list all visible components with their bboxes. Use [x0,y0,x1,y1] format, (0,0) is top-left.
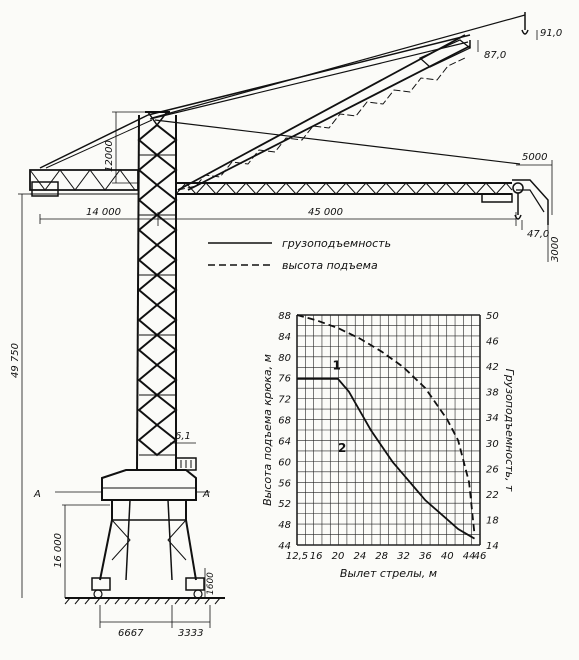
y-left-axis-label: Высота подъема крюка, м [261,354,274,506]
crane-mast [136,114,178,471]
track-right: 3333 [178,628,203,639]
y-left-tick-label: 60 [278,457,291,468]
legend: грузоподъемность высота подъема [208,237,391,272]
portal-base [64,499,225,605]
base-height: 1600 [206,572,216,595]
y-right-tick-label: 50 [486,311,499,322]
hook-low-height: 47,0 [527,229,549,240]
horizontal-jib [175,179,549,225]
slewing-platform [101,457,197,501]
jib-length: 45 000 [308,207,343,218]
counter-jib [29,169,139,197]
y-left-tick-label: 88 [278,311,291,322]
x-tick-label: 40 [441,551,454,562]
series-line-2 [296,314,476,535]
y-left-tick-label: 64 [278,436,291,447]
series-label-2: 2 [338,441,346,455]
x-tick-label: 32 [397,551,410,562]
x-tick-label: 36 [419,551,432,562]
hook-high-height: 87,0 [484,50,506,61]
y-right-tick-label: 22 [486,490,499,501]
y-left-tick-label: 56 [278,478,291,489]
x-tick-label: 24 [353,551,366,562]
y-left-tick-label: 48 [278,520,291,531]
y-right-tick-label: 46 [486,337,499,348]
y-left-tick-label: 80 [278,353,291,364]
cab-offset: 6,1 [175,431,191,442]
legend-height-label: высота подъема [282,259,378,272]
series-label-1: 1 [333,358,341,372]
series-line-1 [297,377,475,540]
luffing-jib [177,12,529,191]
y-right-tick-label: 30 [486,439,499,450]
y-right-tick-label: 14 [486,541,499,552]
y-right-tick-label: 34 [486,413,499,424]
x-axis-label: Вылет стрелы, м [340,567,437,580]
x-tick-label: 16 [310,551,323,562]
dimension-lines [18,30,553,628]
y-right-tick-label: 38 [486,388,499,399]
y-left-tick-label: 68 [278,416,291,427]
section-mark-left: A [33,489,41,500]
y-left-tick-label: 84 [278,332,291,343]
x-tick-label: 46 [474,551,487,562]
hook-high-load: 91,0 [540,28,562,39]
tie-height: 12000 [104,140,115,172]
y-left-tick-label: 72 [278,395,291,406]
legend-capacity-label: грузоподъемность [282,237,391,250]
total-height: 49 750 [10,343,21,378]
y-left-tick-label: 76 [278,374,291,385]
y-right-tick-label: 26 [486,464,499,475]
x-tick-label: 20 [332,551,345,562]
y-left-tick-label: 52 [278,499,291,510]
y-right-axis-label: Грузоподъемность, т [503,369,516,492]
y-right-tick-label: 18 [486,515,499,526]
section-mark-right: A [202,489,210,500]
hook-drop: 3000 [550,237,561,262]
x-tick-label: 28 [375,551,388,562]
track-left: 6667 [118,628,144,639]
x-tick-label: 44 [463,551,476,562]
y-left-tick-label: 44 [278,541,291,552]
x-tick-label: 12,5 [286,551,308,562]
y-right-tick-label: 42 [486,362,499,373]
portal-height: 16 000 [53,533,64,568]
mast-head [39,14,526,169]
counter-jib-length: 14 000 [86,207,121,218]
jib-end-width: 5000 [522,152,547,163]
